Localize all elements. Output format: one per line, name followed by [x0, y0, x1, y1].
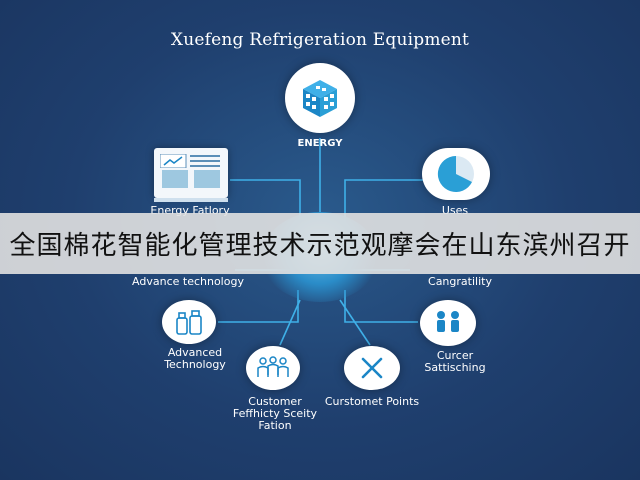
customer-feature-node [246, 346, 300, 390]
bottles-icon [176, 310, 202, 335]
energy-factory-node [154, 148, 228, 202]
cube-blocks-icon [303, 80, 337, 117]
headline-text: 全国棉花智能化管理技术示范观摩会在山东滨州召开 [9, 231, 631, 261]
group-icon [257, 356, 289, 377]
customer-points-label: Curstomet Points [324, 395, 420, 408]
customer-satisfaction-label: Curcer Sattisching [424, 349, 486, 374]
people-icon [437, 311, 459, 332]
cross-arrows-icon [361, 357, 383, 379]
customer-satisfaction-node [420, 300, 476, 346]
advanced-technology-node [162, 300, 216, 344]
dashboard-panel-icon [160, 154, 220, 168]
advanced-technology-label: Advanced Technology [164, 346, 226, 371]
energy-node [285, 63, 355, 133]
pie-chart-icon [437, 155, 474, 192]
congratility-label: Cangratility [428, 275, 492, 288]
diagram-title: Xuefeng Refrigeration Equipment [170, 30, 470, 50]
energy-label: ENERGY [297, 138, 343, 149]
headline-banner: 全国棉花智能化管理技术示范观摩会在山东滨州召开 [0, 213, 640, 274]
customer-points-node [344, 346, 400, 390]
uses-node [422, 148, 490, 200]
advance-technology-label: Advance technology [132, 275, 244, 288]
customer-feature-label: Customer Feffhicty Sceity Fation [232, 395, 318, 432]
